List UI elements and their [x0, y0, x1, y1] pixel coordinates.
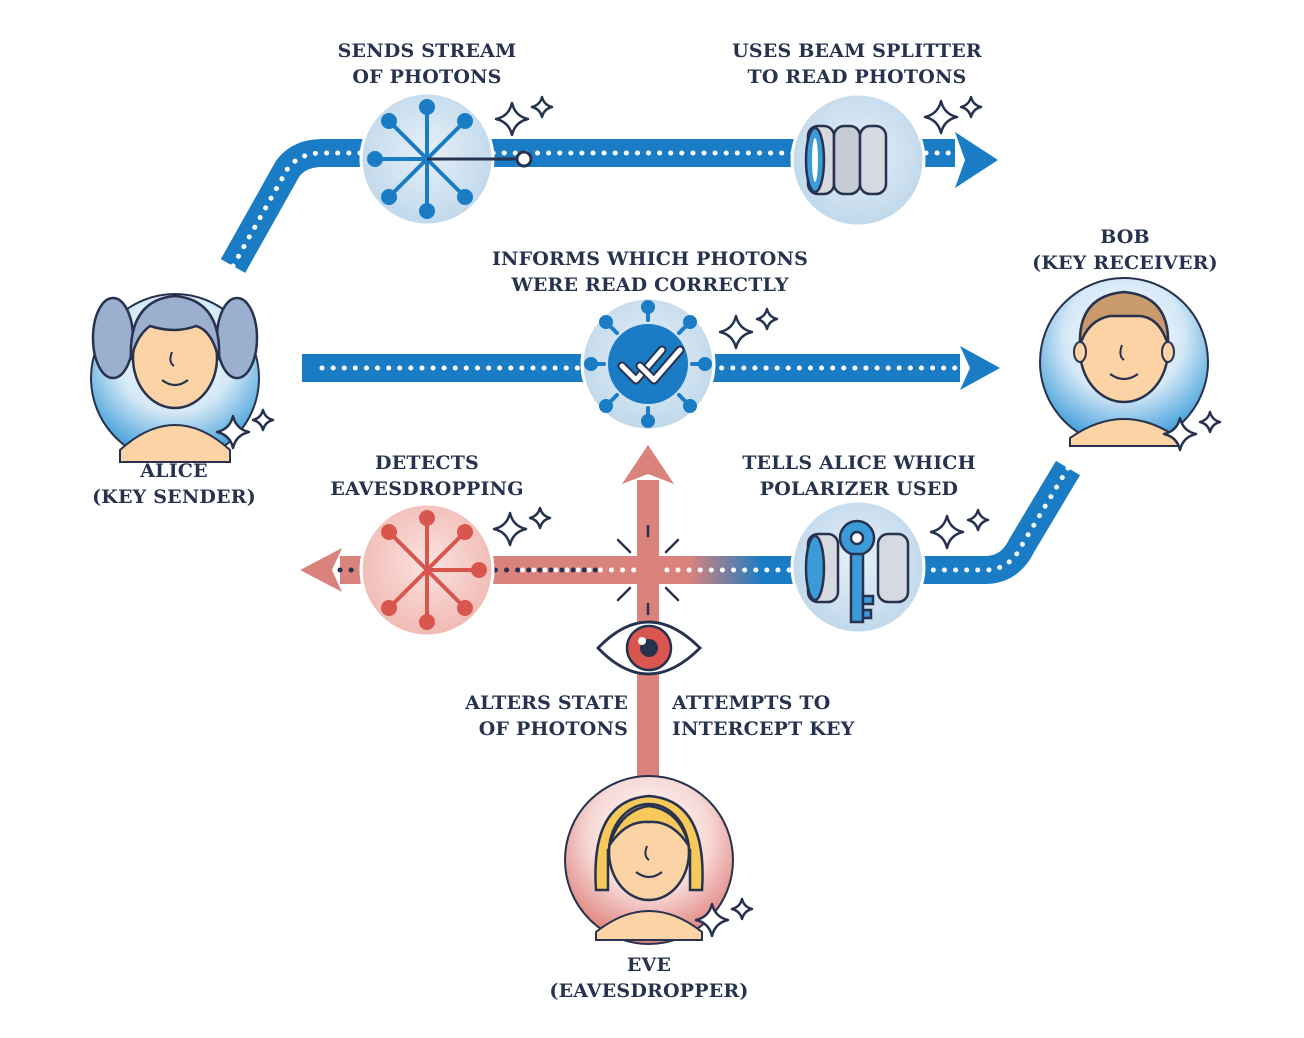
attempts-intercept-line2: INTERCEPT KEY [672, 718, 855, 740]
sends-stream-label: SENDS STREAM OF PHOTONS [322, 38, 532, 90]
bob-avatar [1039, 277, 1209, 447]
sparkle-icon [718, 307, 779, 350]
informs-line1: INFORMS WHICH PHOTONS [491, 248, 809, 270]
alice-avatar [90, 293, 260, 463]
sparkle-icon [929, 508, 990, 550]
detection-node [359, 502, 495, 638]
beam-splitter-node [790, 92, 926, 228]
sparkle-icon [494, 95, 554, 137]
beam-splitter-icon [804, 124, 888, 196]
top-beam-arrowhead [955, 132, 998, 188]
alters-state-label: ALTERS STATE OF PHOTONS [458, 690, 628, 742]
eye-icon [595, 620, 703, 676]
sends-stream-line1: SENDS STREAM [337, 40, 517, 62]
photon-source-node [359, 91, 533, 227]
alters-state-line2: OF PHOTONS [478, 718, 628, 740]
bob-role: (KEY RECEIVER) [1032, 252, 1218, 274]
intercept-burst [616, 524, 680, 616]
tells-alice-label: TELLS ALICE WHICH POLARIZER USED [736, 450, 982, 502]
sparkle-icon [694, 897, 754, 938]
attempts-intercept-line1: ATTEMPTS TO [672, 692, 831, 714]
sends-stream-line2: OF PHOTONS [352, 66, 502, 88]
middle-beam-arrowhead [960, 346, 1000, 390]
double-check-icon [617, 345, 685, 385]
informs-label: INFORMS WHICH PHOTONS WERE READ CORRECTL… [490, 246, 810, 298]
detects-line1: DETECTS [375, 452, 479, 474]
sparkle-icon [1162, 410, 1222, 452]
alert-burst-icon [381, 510, 487, 630]
alters-state-line1: ALTERS STATE [465, 692, 628, 714]
sparkle-icon [215, 408, 275, 450]
polarizer-icon [804, 532, 910, 604]
detects-line2: EAVESDROPPING [330, 478, 524, 500]
polarizer-node [790, 499, 926, 635]
attempts-intercept-label: ATTEMPTS TO INTERCEPT KEY [672, 690, 856, 742]
beam-splitter-line2: TO READ PHOTONS [747, 66, 967, 88]
alice-label: ALICE (KEY SENDER) [88, 458, 260, 510]
detects-label: DETECTS EAVESDROPPING [320, 450, 534, 502]
eve-beam-arrowhead [622, 445, 674, 484]
tells-alice-line2: POLARIZER USED [759, 478, 959, 500]
verify-node [580, 296, 716, 432]
alice-name: ALICE [140, 460, 208, 482]
top-beam [220, 132, 998, 273]
beam-splitter-line1: USES BEAM SPLITTER [732, 40, 982, 62]
eve-label: EVE (EAVESDROPPER) [546, 952, 752, 1004]
informs-line2: WERE READ CORRECTLY [511, 274, 789, 296]
alice-role: (KEY SENDER) [92, 486, 256, 508]
bob-name: BOB [1100, 226, 1150, 248]
bob-label: BOB (KEY RECEIVER) [1030, 224, 1220, 276]
sparkle-icon [923, 95, 983, 135]
tells-alice-line1: TELLS ALICE WHICH [742, 452, 976, 474]
eve-name: EVE [626, 954, 672, 976]
bottom-beam-arrowhead [300, 548, 342, 592]
eve-role: (EAVESDROPPER) [549, 980, 749, 1002]
key-icon [838, 519, 876, 624]
sparkle-icon [492, 506, 552, 547]
verified-photons-icon [584, 300, 712, 428]
beam-splitter-label: USES BEAM SPLITTER TO READ PHOTONS [725, 38, 989, 90]
eve-avatar [564, 775, 734, 945]
photon-burst-icon [367, 99, 473, 219]
